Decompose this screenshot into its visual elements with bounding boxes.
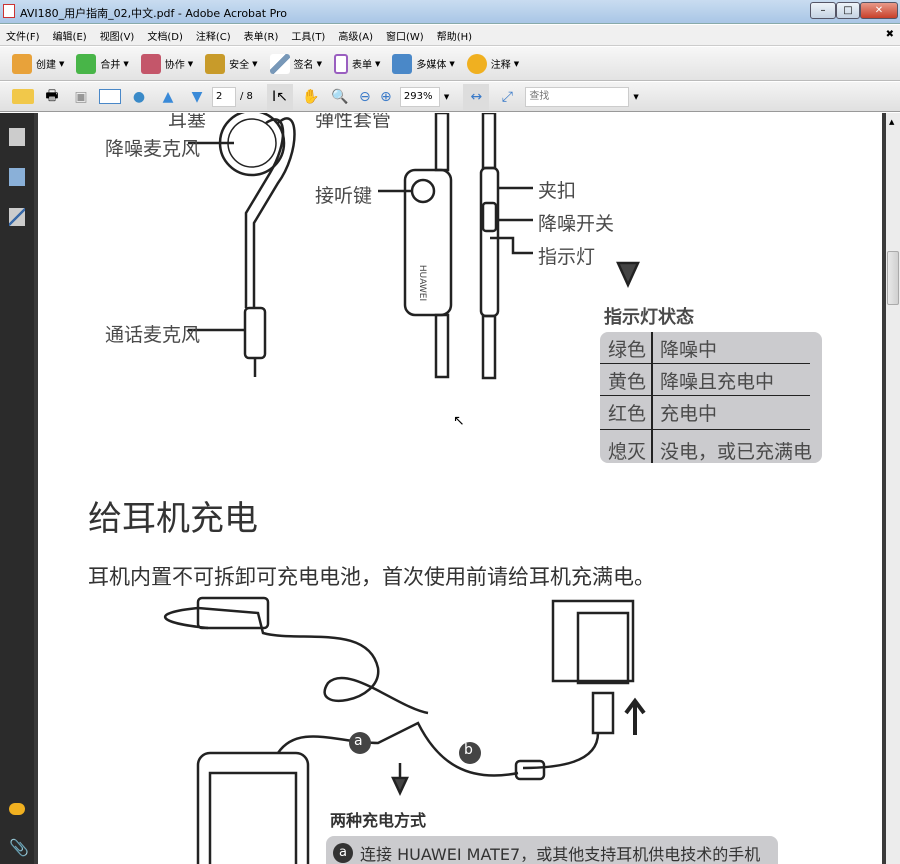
forms-label: 表单 — [351, 60, 372, 71]
zoom-in-icon[interactable]: ⊕ — [380, 88, 392, 105]
brand-label: HUAWEI — [417, 264, 428, 302]
open-folder-icon[interactable] — [12, 89, 34, 104]
create-label: 创建 — [36, 60, 56, 71]
pages-icon[interactable] — [9, 128, 25, 146]
close-button[interactable]: ✕ — [860, 2, 898, 19]
menu-document[interactable]: 文档(D) — [147, 31, 183, 43]
hand-tool-icon[interactable]: ✋ — [302, 88, 320, 105]
marquee-zoom-icon[interactable]: 🔍 — [331, 88, 349, 105]
navigation-pane: 📎 — [0, 113, 34, 864]
title-bar: AVI180_用户指南_02,中文.pdf - Adobe Acrobat Pr… — [0, 0, 900, 24]
menu-tools[interactable]: 工具(T) — [291, 31, 326, 43]
email-icon[interactable] — [99, 89, 121, 104]
section-heading: 给耳机充电 — [88, 499, 258, 539]
fit-page-icon[interactable]: ⤢ — [501, 88, 513, 105]
page-number-input[interactable]: 2 — [212, 86, 236, 107]
label-earbud: 耳塞 — [168, 113, 207, 131]
comment-button[interactable]: 注释▼ — [466, 53, 519, 74]
table-row: 绿色降噪中 — [600, 332, 810, 364]
methods-title: 两种充电方式 — [330, 811, 427, 830]
label-clip: 夹扣 — [538, 180, 577, 202]
indicator-table: 绿色降噪中 黄色降噪且充电中 红色充电中 熄灭没电，或已充满电 — [600, 332, 822, 463]
label-answer-key: 接听键 — [315, 185, 373, 207]
minimize-button[interactable]: – — [810, 2, 836, 19]
tasks-toolbar: 创建▼ 合并▼ 协作▼ 安全▼ 签名▼ 表单▼ 多媒体▼ 注释▼ — [0, 47, 900, 81]
comments-icon[interactable] — [9, 803, 25, 815]
menu-window[interactable]: 窗口(W) — [386, 31, 424, 43]
menu-advanced[interactable]: 高级(A) — [338, 31, 373, 43]
badge-a: a — [354, 733, 363, 749]
collaborate-label: 协作 — [164, 60, 185, 71]
create-button[interactable]: 创建▼ — [12, 53, 64, 74]
secure-button[interactable]: 安全▼ — [205, 53, 258, 74]
table-row: 熄灭没电，或已充满电 — [608, 441, 813, 463]
menu-edit[interactable]: 编辑(E) — [52, 31, 87, 43]
vertical-scrollbar[interactable]: ▲ — [886, 113, 900, 864]
menu-help[interactable]: 帮助(H) — [436, 31, 473, 43]
label-nc-switch: 降噪开关 — [538, 213, 615, 235]
window-title: AVI180_用户指南_02,中文.pdf - Adobe Acrobat Pr… — [20, 7, 288, 20]
save-icon[interactable]: ▣ — [74, 88, 88, 105]
pdf-icon — [3, 4, 15, 18]
mouse-cursor-icon: ↖ — [453, 413, 465, 429]
zoom-input[interactable]: 293% — [399, 86, 440, 107]
page-total: / 8 — [240, 91, 253, 102]
collaborate-button[interactable]: 协作▼ — [140, 53, 193, 74]
forms-button[interactable]: 表单▼ — [333, 53, 380, 74]
previous-page-icon[interactable]: ▲ — [162, 88, 174, 105]
web-upload-icon[interactable]: ● — [132, 88, 146, 105]
attachments-icon[interactable] — [9, 168, 25, 186]
comment-icon — [466, 53, 487, 74]
menu-bar: 文件(F) 编辑(E) 视图(V) 文档(D) 注释(C) 表单(R) 工具(T… — [0, 25, 900, 46]
close-document-icon[interactable]: ✖ — [885, 29, 894, 40]
label-sleeve: 弹性套管 — [315, 113, 392, 131]
pdf-page: 耳塞 弹性套管 降噪麦克风 接听键 通话麦克风 夹扣 降噪开关 指示灯 HUAW… — [38, 113, 882, 864]
combine-label: 合并 — [100, 60, 121, 71]
search-dropdown-icon[interactable]: ▼ — [633, 92, 639, 101]
combine-button[interactable]: 合并▼ — [76, 53, 129, 74]
table-row: 红色充电中 — [600, 396, 810, 430]
scrollbar-thumb[interactable] — [887, 251, 899, 305]
table-row: 黄色降噪且充电中 — [600, 364, 810, 396]
fit-width-icon[interactable]: ↔ — [463, 83, 490, 110]
method-a-text: 连接 HUAWEI MATE7，或其他支持耳机供电技术的手机 — [360, 845, 761, 864]
menu-file[interactable]: 文件(F) — [6, 31, 40, 43]
restore-button[interactable]: □ — [836, 2, 860, 19]
label-call-mic: 通话麦克风 — [105, 324, 201, 346]
badge-b: b — [464, 742, 473, 758]
multimedia-button[interactable]: 多媒体▼ — [392, 53, 455, 74]
sign-label: 签名 — [293, 60, 314, 71]
create-icon — [12, 53, 32, 74]
earphone-illustration — [163, 113, 646, 864]
menu-forms[interactable]: 表单(R) — [243, 31, 279, 43]
file-toolbar: 🖶 ▣ ● ▲ ▼ 2 / 8 I↖ ✋ 🔍 ⊖ ⊕ 293% ▼ ↔ ⤢ 查找… — [0, 82, 900, 112]
lock-icon — [205, 53, 226, 74]
search-input[interactable]: 查找 — [525, 86, 630, 107]
menu-comments[interactable]: 注释(C) — [195, 31, 231, 43]
indicator-title: 指示灯状态 — [604, 307, 694, 328]
method-a-box: a 连接 HUAWEI MATE7，或其他支持耳机供电技术的手机 — [326, 836, 778, 864]
section-paragraph: 耳机内置不可拆卸可充电电池，首次使用前请给耳机充满电。 — [88, 565, 655, 589]
pen-icon — [269, 53, 290, 74]
zoom-dropdown-icon[interactable]: ▼ — [443, 92, 450, 101]
menu-view[interactable]: 视图(V) — [99, 31, 135, 43]
label-nc-mic: 降噪麦克风 — [105, 138, 201, 160]
select-tool-icon[interactable]: I↖ — [266, 83, 293, 110]
multimedia-label: 多媒体 — [416, 60, 447, 71]
print-icon[interactable]: 🖶 — [45, 87, 59, 104]
comment-label: 注释 — [490, 60, 511, 71]
paperclip-icon[interactable]: 📎 — [9, 838, 29, 857]
multimedia-icon — [392, 53, 413, 74]
sign-button[interactable]: 签名▼ — [269, 53, 322, 74]
signatures-icon[interactable] — [9, 208, 25, 226]
collaborate-icon — [140, 53, 161, 74]
zoom-out-icon[interactable]: ⊖ — [359, 88, 371, 105]
scroll-up-icon[interactable]: ▲ — [889, 118, 895, 126]
secure-label: 安全 — [229, 60, 250, 71]
next-page-icon[interactable]: ▼ — [191, 88, 203, 105]
form-icon — [333, 53, 348, 74]
method-a-badge: a — [333, 843, 353, 863]
label-indicator: 指示灯 — [538, 246, 596, 268]
combine-icon — [76, 53, 97, 74]
